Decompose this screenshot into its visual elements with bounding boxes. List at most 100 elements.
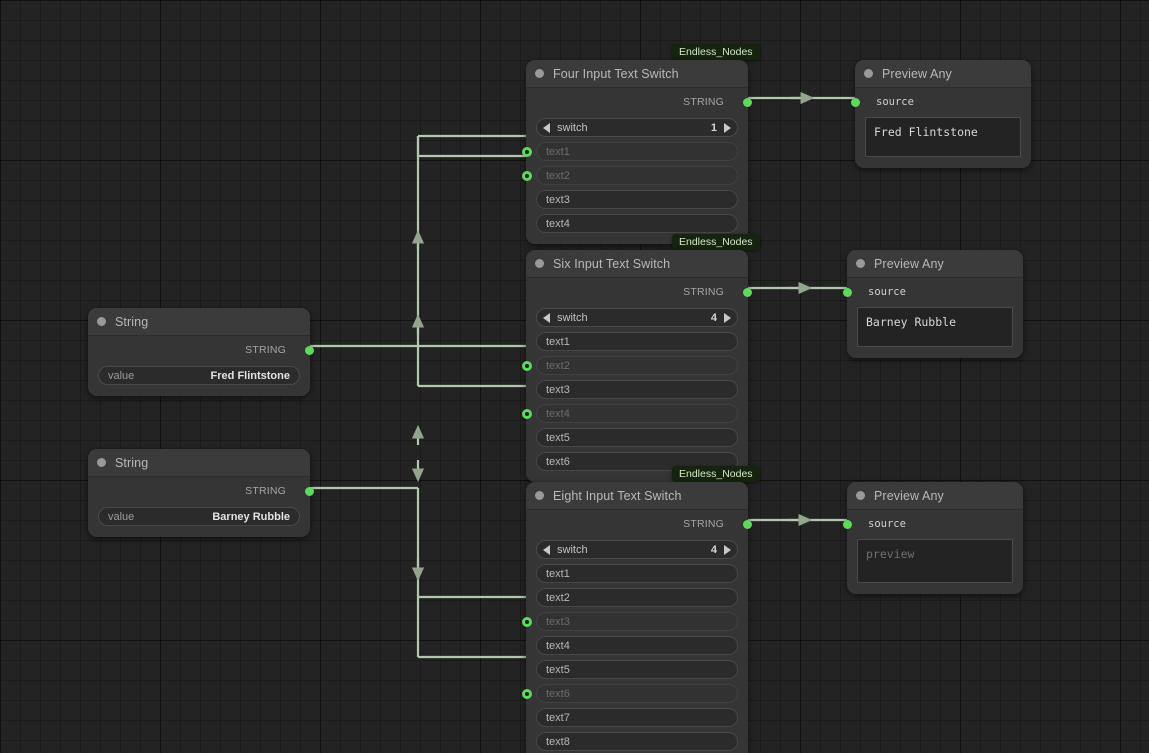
input-port-source[interactable] xyxy=(843,287,852,297)
output-label: STRING xyxy=(245,344,286,356)
widget-value: Barney Rubble xyxy=(212,510,290,523)
input-slot-label: text3 xyxy=(546,383,570,396)
increment-arrow-icon[interactable] xyxy=(724,544,731,555)
node-header[interactable]: Preview Any xyxy=(847,250,1023,278)
output-port-string[interactable] xyxy=(305,486,314,496)
output-port-string[interactable] xyxy=(743,97,752,107)
node-body: STRING value Fred Flintstone xyxy=(88,339,314,396)
widget-value: 4 xyxy=(710,311,717,324)
node-header[interactable]: Six Input Text Switch xyxy=(526,250,748,278)
node-header[interactable]: String xyxy=(88,449,310,477)
input-slot-text7[interactable]: text7 xyxy=(536,708,738,727)
output-row-string: STRING xyxy=(98,339,314,361)
input-row-source: source xyxy=(843,514,1013,534)
decrement-arrow-icon[interactable] xyxy=(543,122,550,133)
node-header[interactable]: Eight Input Text Switch xyxy=(526,482,748,510)
input-slot-text1[interactable]: text1 xyxy=(536,332,738,351)
preview-text-box: Fred Flintstone xyxy=(865,117,1021,157)
output-port-string[interactable] xyxy=(743,519,752,529)
input-slot-text1[interactable]: text1 xyxy=(522,142,738,161)
input-port-text1[interactable] xyxy=(522,146,532,157)
widget-value[interactable]: value Barney Rubble xyxy=(98,507,300,526)
input-slot-label: text5 xyxy=(546,431,570,444)
output-label: STRING xyxy=(683,96,724,108)
input-slot-text3[interactable]: text3 xyxy=(536,190,738,209)
node-badge-endless-nodes: Endless_Nodes xyxy=(672,234,760,250)
node-badge-endless-nodes: Endless_Nodes xyxy=(672,466,760,482)
collapse-dot-icon[interactable] xyxy=(97,317,106,326)
node-body: source Fred Flintstone xyxy=(851,92,1031,168)
node-preview-any-1[interactable]: Preview Any source Fred Flintstone xyxy=(851,60,1031,168)
input-port-text2[interactable] xyxy=(522,170,532,181)
widget-label: switch xyxy=(557,543,588,556)
node-eight-input-text-switch[interactable]: Eight Input Text Switch STRING switch 4 … xyxy=(522,482,752,753)
input-slot-text8[interactable]: text8 xyxy=(536,732,738,751)
widget-switch-content: switch 1 xyxy=(550,122,724,134)
input-slot-text4[interactable]: text4 xyxy=(522,404,738,423)
widget-label: switch xyxy=(557,121,588,134)
input-port-source[interactable] xyxy=(843,519,852,529)
collapse-dot-icon[interactable] xyxy=(856,491,865,500)
input-slot-label: text3 xyxy=(546,615,570,628)
input-slot-text4[interactable]: text4 xyxy=(536,214,738,233)
input-slot-text4[interactable]: text4 xyxy=(536,636,738,655)
input-slot-text5[interactable]: text5 xyxy=(536,428,738,447)
input-slot-label: text6 xyxy=(546,455,570,468)
node-header[interactable]: Preview Any xyxy=(855,60,1031,88)
node-preview-any-2[interactable]: Preview Any source Barney Rubble xyxy=(843,250,1023,358)
node-title: Six Input Text Switch xyxy=(553,256,671,271)
input-slot-text1[interactable]: text1 xyxy=(536,564,738,583)
node-title: String xyxy=(115,314,149,329)
node-six-input-text-switch[interactable]: Six Input Text Switch STRING switch 4 te… xyxy=(522,250,752,482)
widget-value[interactable]: value Fred Flintstone xyxy=(98,366,300,385)
widget-switch[interactable]: switch 4 xyxy=(536,308,738,327)
output-label: STRING xyxy=(683,518,724,530)
input-row-source: source xyxy=(843,282,1013,302)
input-slot-text3[interactable]: text3 xyxy=(522,612,738,631)
node-badge-endless-nodes: Endless_Nodes xyxy=(672,44,760,60)
node-string-2[interactable]: String STRING value Barney Rubble xyxy=(88,449,314,537)
output-port-string[interactable] xyxy=(305,345,314,355)
collapse-dot-icon[interactable] xyxy=(535,491,544,500)
collapse-dot-icon[interactable] xyxy=(535,259,544,268)
node-header[interactable]: Four Input Text Switch xyxy=(526,60,748,88)
input-slot-text2[interactable]: text2 xyxy=(536,588,738,607)
widget-switch[interactable]: switch 1 xyxy=(536,118,738,137)
preview-text-box: Barney Rubble xyxy=(857,307,1013,347)
node-body: STRING switch 4 text1 text2 text3 xyxy=(522,513,752,753)
node-header[interactable]: Preview Any xyxy=(847,482,1023,510)
input-slot-text6[interactable]: text6 xyxy=(522,684,738,703)
output-port-string[interactable] xyxy=(743,287,752,297)
node-four-input-text-switch[interactable]: Four Input Text Switch STRING switch 1 t… xyxy=(522,60,752,244)
increment-arrow-icon[interactable] xyxy=(724,122,731,133)
input-slot-label: text2 xyxy=(546,591,570,604)
widget-value: 1 xyxy=(710,121,717,134)
input-slot-text3[interactable]: text3 xyxy=(536,380,738,399)
input-port-text6[interactable] xyxy=(522,688,532,699)
collapse-dot-icon[interactable] xyxy=(856,259,865,268)
input-slot-text2[interactable]: text2 xyxy=(522,166,738,185)
node-title: Preview Any xyxy=(874,256,944,271)
increment-arrow-icon[interactable] xyxy=(724,312,731,323)
input-port-source[interactable] xyxy=(851,97,860,107)
input-slot-label: text3 xyxy=(546,193,570,206)
input-port-text3[interactable] xyxy=(522,616,532,627)
output-row-string: STRING xyxy=(536,513,752,535)
decrement-arrow-icon[interactable] xyxy=(543,312,550,323)
input-slot-label: text4 xyxy=(546,407,570,420)
node-title: String xyxy=(115,455,149,470)
input-slot-text5[interactable]: text5 xyxy=(536,660,738,679)
node-header[interactable]: String xyxy=(88,308,310,336)
collapse-dot-icon[interactable] xyxy=(97,458,106,467)
widget-switch[interactable]: switch 4 xyxy=(536,540,738,559)
input-port-text2[interactable] xyxy=(522,360,532,371)
node-string-1[interactable]: String STRING value Fred Flintstone xyxy=(88,308,314,396)
decrement-arrow-icon[interactable] xyxy=(543,544,550,555)
input-slot-text2[interactable]: text2 xyxy=(522,356,738,375)
collapse-dot-icon[interactable] xyxy=(535,69,544,78)
collapse-dot-icon[interactable] xyxy=(864,69,873,78)
widget-label: value xyxy=(108,369,135,382)
input-port-text4[interactable] xyxy=(522,408,532,419)
node-preview-any-3[interactable]: Preview Any source preview xyxy=(843,482,1023,594)
